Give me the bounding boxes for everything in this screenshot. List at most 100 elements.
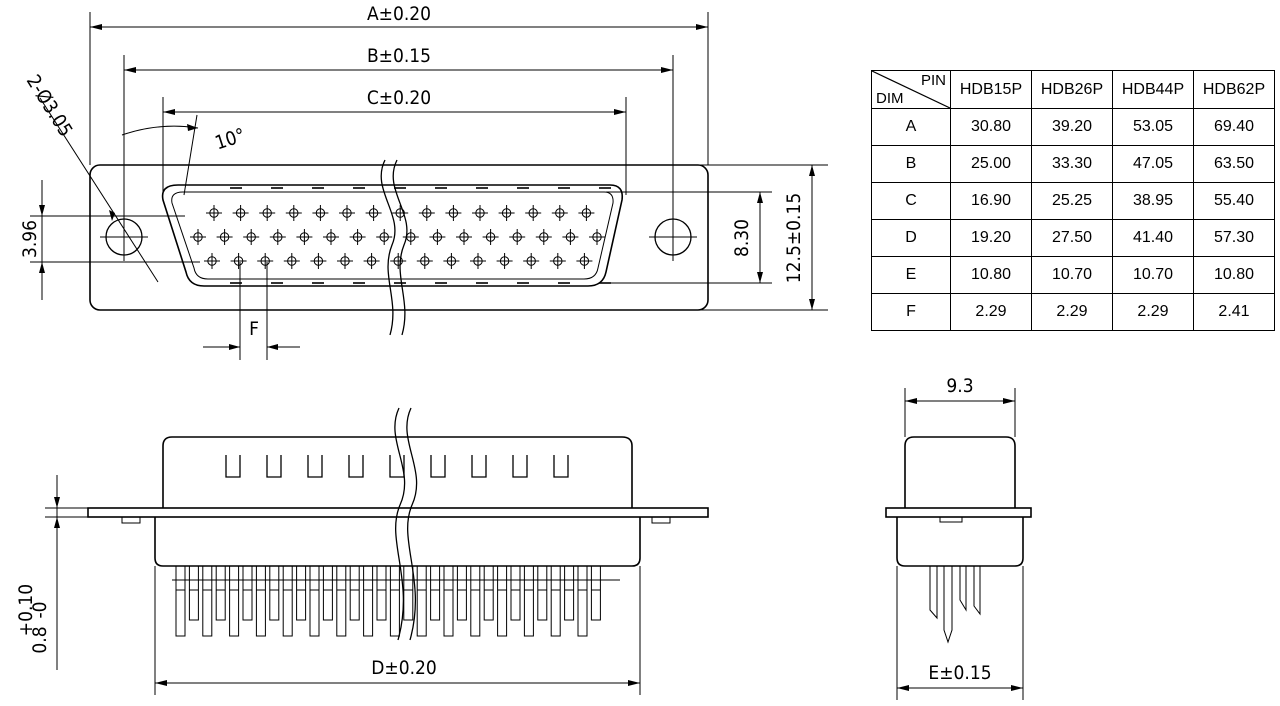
dim-125-label: 12.5±0.15 [783,193,805,283]
pin-tail [510,565,521,621]
row-dim-label: B [871,145,951,183]
lower-body [154,517,641,567]
pin-tail [537,565,548,621]
end-view: 9.3 E±0.15 [885,375,1032,700]
dim-08-label: 0.8 [29,626,51,653]
pin-tail [590,565,601,621]
pin-tail [376,565,387,621]
pin-tail [550,565,561,637]
table-cell: 38.95 [1112,182,1194,220]
pin-tail [456,565,467,621]
dim-08-tol-minus: -0 [29,601,51,618]
pin-tail [309,565,320,637]
contact-slot [307,455,323,478]
contact-slot [348,455,364,478]
table-cell: 10.70 [1112,256,1194,294]
row-dim-label: E [871,256,951,294]
table-cell: 39.20 [1031,108,1113,146]
col-header: HDB15P [950,70,1032,109]
shell-top [162,436,633,508]
pin-tail [229,565,240,637]
pin-tail [242,565,253,621]
pin-tail [577,565,588,637]
table-cell: 53.05 [1112,108,1194,146]
end-lower [896,517,1024,567]
table-cell: 10.70 [1031,256,1113,294]
dim-a-label: A±0.20 [367,3,431,25]
pin-tail [416,565,427,637]
pin-tail [389,565,400,637]
row-dim-label: C [871,182,951,220]
d-shell-outer [161,184,624,287]
pin-tail [483,565,494,621]
pin-tail [269,565,280,621]
contact-slot [553,455,569,478]
pin-tail [322,565,333,621]
table-cell: 2.29 [1031,293,1113,331]
pin-tail [564,565,575,621]
table-cell: 2.29 [1112,293,1194,331]
dim-e-label: E±0.15 [928,662,991,684]
pin-tail [215,565,226,621]
front-view: A±0.20 B±0.15 C±0.20 10° 2-Ø3.05 3.96 [19,3,828,360]
pin-tail [497,565,508,637]
side-view: D±0.20 0.8 +0.10 -0 [15,407,709,695]
pin-tail [202,565,213,637]
table-cell: 47.05 [1112,145,1194,183]
contact-slot [471,455,487,478]
contact-slot [389,455,405,478]
table-cell: 57.30 [1193,219,1275,257]
break-line-side [394,407,406,641]
pin-tail [470,565,481,637]
table-cell: 10.80 [950,256,1032,294]
pin-tail [403,565,414,621]
break-line-side-2 [406,407,418,641]
table-cell: 30.80 [950,108,1032,146]
pin-tail [443,565,454,637]
d-shell-inner [171,191,614,280]
table-cell: 41.40 [1112,219,1194,257]
contact-slot [225,455,241,478]
pin-tail [363,565,374,637]
table-cell: 16.90 [950,182,1032,220]
col-header: HDB26P [1031,70,1113,109]
table-cell: 63.50 [1193,145,1275,183]
table-cell: 27.50 [1031,219,1113,257]
break-line-front [380,159,396,336]
contact-slots [225,455,569,478]
angle-label: 10° [212,124,248,154]
table-cell: 19.20 [950,219,1032,257]
table-cell: 33.30 [1031,145,1113,183]
dim-396-label: 3.96 [19,220,41,258]
pin-tail [188,565,199,621]
table-cell: 55.40 [1193,182,1275,220]
table-cell: 25.25 [1031,182,1113,220]
row-dim-label: D [871,219,951,257]
col-header: HDB44P [1112,70,1194,109]
dim-b-label: B±0.15 [367,45,431,67]
flange-side [87,507,709,518]
row-dim-label: A [871,108,951,146]
table-cell: 2.41 [1193,293,1275,331]
table-cell: 10.80 [1193,256,1275,294]
pin-tail [430,565,441,621]
pin-tail [175,565,186,637]
table-cell: 69.40 [1193,108,1275,146]
pin-tail [349,565,360,621]
pin-tails [172,565,620,637]
col-header: HDB62P [1193,70,1275,109]
break-line-front-2 [392,159,408,336]
pin-tail [336,565,347,637]
dim-c-label: C±0.20 [367,87,431,109]
pin-tail [523,565,534,637]
contact-slot [430,455,446,478]
contact-slot [266,455,282,478]
contact-slot [512,455,528,478]
dim-93-label: 9.3 [946,375,973,397]
